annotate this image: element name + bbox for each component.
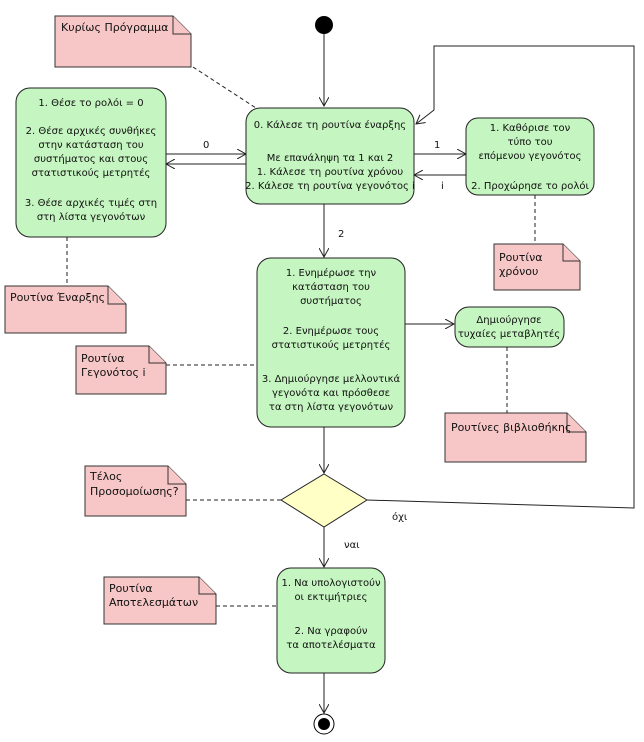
end-note-line-2: Προσομοίωσης? — [90, 485, 179, 498]
event-activity-line-7: γεγονότα και πρόσθεσε — [272, 387, 390, 399]
event-note: Ρουτίνα Γεγονότος i — [75, 345, 167, 395]
init-activity-line-2: 2. Θέσε αρχικές συνθήκες — [26, 125, 157, 137]
end-note-line-1: Τέλος — [89, 470, 122, 483]
event-activity-line-5: στατιστικούς μετρητές — [272, 339, 391, 351]
report-note-line-1: Ρουτίνα — [109, 582, 152, 595]
main-activity-line-2: Με επανάληψη τα 1 και 2 — [267, 152, 394, 164]
end-simulation-decision — [280, 473, 368, 528]
event-note-line-2: Γεγονότος i — [81, 366, 146, 379]
edge-label-no: όχι — [392, 511, 408, 523]
library-note-text: Ρουτίνες βιβλιοθήκης — [451, 421, 571, 434]
report-activity-box — [276, 567, 386, 674]
event-activity-line-3: συστήματος — [300, 295, 362, 307]
main-activity-line-1: 0. Κάλεσε τη ρουτίνα έναρξης — [254, 119, 406, 131]
main-activity-box — [245, 107, 415, 205]
edge-label-i: i — [441, 181, 444, 192]
timing-activity-line-4: 2. Προχώρησε το ρολόι — [471, 180, 589, 192]
report-activity-line-1: 1. Να υπολογιστούν — [281, 577, 380, 589]
report-activity-line-4: τα αποτελέσματα — [286, 639, 376, 651]
start-node — [315, 16, 333, 34]
init-note: Ρουτίνα Έναρξης — [4, 285, 127, 334]
edge-loop-no — [366, 45, 635, 509]
init-activity-line-6: 3. Θέσε αρχικές τιμές στη — [25, 197, 157, 209]
main-program-note-text: Κυρίως Πρόγραμμα — [61, 21, 168, 34]
edge-label-2: 2 — [338, 229, 344, 240]
edge-label-1: 1 — [434, 140, 440, 151]
timing-note-line-1: Ρουτίνα — [499, 251, 542, 264]
event-note-line-1: Ρουτίνα — [81, 352, 124, 365]
timing-note: Ρουτίνα χρόνου — [493, 243, 581, 291]
report-activity-line-2: οι εκτιμήτριες — [294, 591, 367, 603]
random-activity-line-2: τυχαίες μεταβλητές — [458, 328, 560, 340]
report-note-line-2: Αποτελεσμάτων — [109, 596, 198, 609]
init-note-text: Ρουτίνα Έναρξης — [10, 291, 105, 304]
report-note: Ρουτίνα Αποτελεσμάτων — [103, 576, 217, 625]
event-activity-line-8: τα στη λίστα γεγονότων — [269, 401, 394, 413]
random-activity-line-1: Δημιούργησε — [476, 314, 541, 326]
main-activity-line-3: 1. Κάλεσε τη ρουτίνα χρόνου — [257, 166, 404, 178]
timing-activity-line-2: τύπο του — [507, 136, 552, 148]
timing-note-line-2: χρόνου — [499, 265, 538, 278]
main-program-note: Κυρίως Πρόγραμμα — [54, 15, 192, 68]
random-activity-box — [454, 306, 565, 348]
event-activity-line-4: 2. Ενημέρωσε τους — [283, 325, 379, 337]
connector-main-note — [192, 66, 257, 109]
init-activity-line-7: στη λίστα γεγονότων — [37, 211, 146, 223]
init-activity-line-5: στατιστικούς μετρητές — [32, 167, 151, 179]
report-activity-line-3: 2. Να γραφούν — [295, 625, 368, 637]
end-note: Τέλος Προσομοίωσης? — [84, 465, 187, 517]
end-node-inner — [318, 718, 330, 730]
init-activity-line-3: στην κατάσταση του — [38, 139, 144, 151]
library-note: Ρουτίνες βιβλιοθήκης — [444, 412, 587, 463]
event-activity-box — [256, 257, 406, 428]
event-activity-line-6: 3. Δημιούργησε μελλοντικά — [262, 373, 401, 385]
event-activity-line-2: κατάσταση του — [292, 281, 370, 293]
edge-label-0: 0 — [203, 140, 209, 151]
timing-activity-line-3: επόμενου γεγονότος — [478, 150, 581, 162]
main-activity-line-4: 2. Κάλεσε τη ρουτίνα γεγονότος i — [245, 180, 415, 192]
edge-label-yes: ναι — [344, 540, 360, 551]
timing-activity-line-1: 1. Καθόρισε τον — [490, 122, 571, 134]
init-activity-line-4: συστήματος και στους — [34, 153, 148, 165]
event-activity-line-1: 1. Ενημέρωσε την — [286, 267, 377, 279]
init-activity-box — [15, 87, 167, 238]
init-activity-line-1: 1. Θέσε το ρολόι = 0 — [38, 97, 143, 109]
timing-activity-box — [465, 117, 595, 196]
